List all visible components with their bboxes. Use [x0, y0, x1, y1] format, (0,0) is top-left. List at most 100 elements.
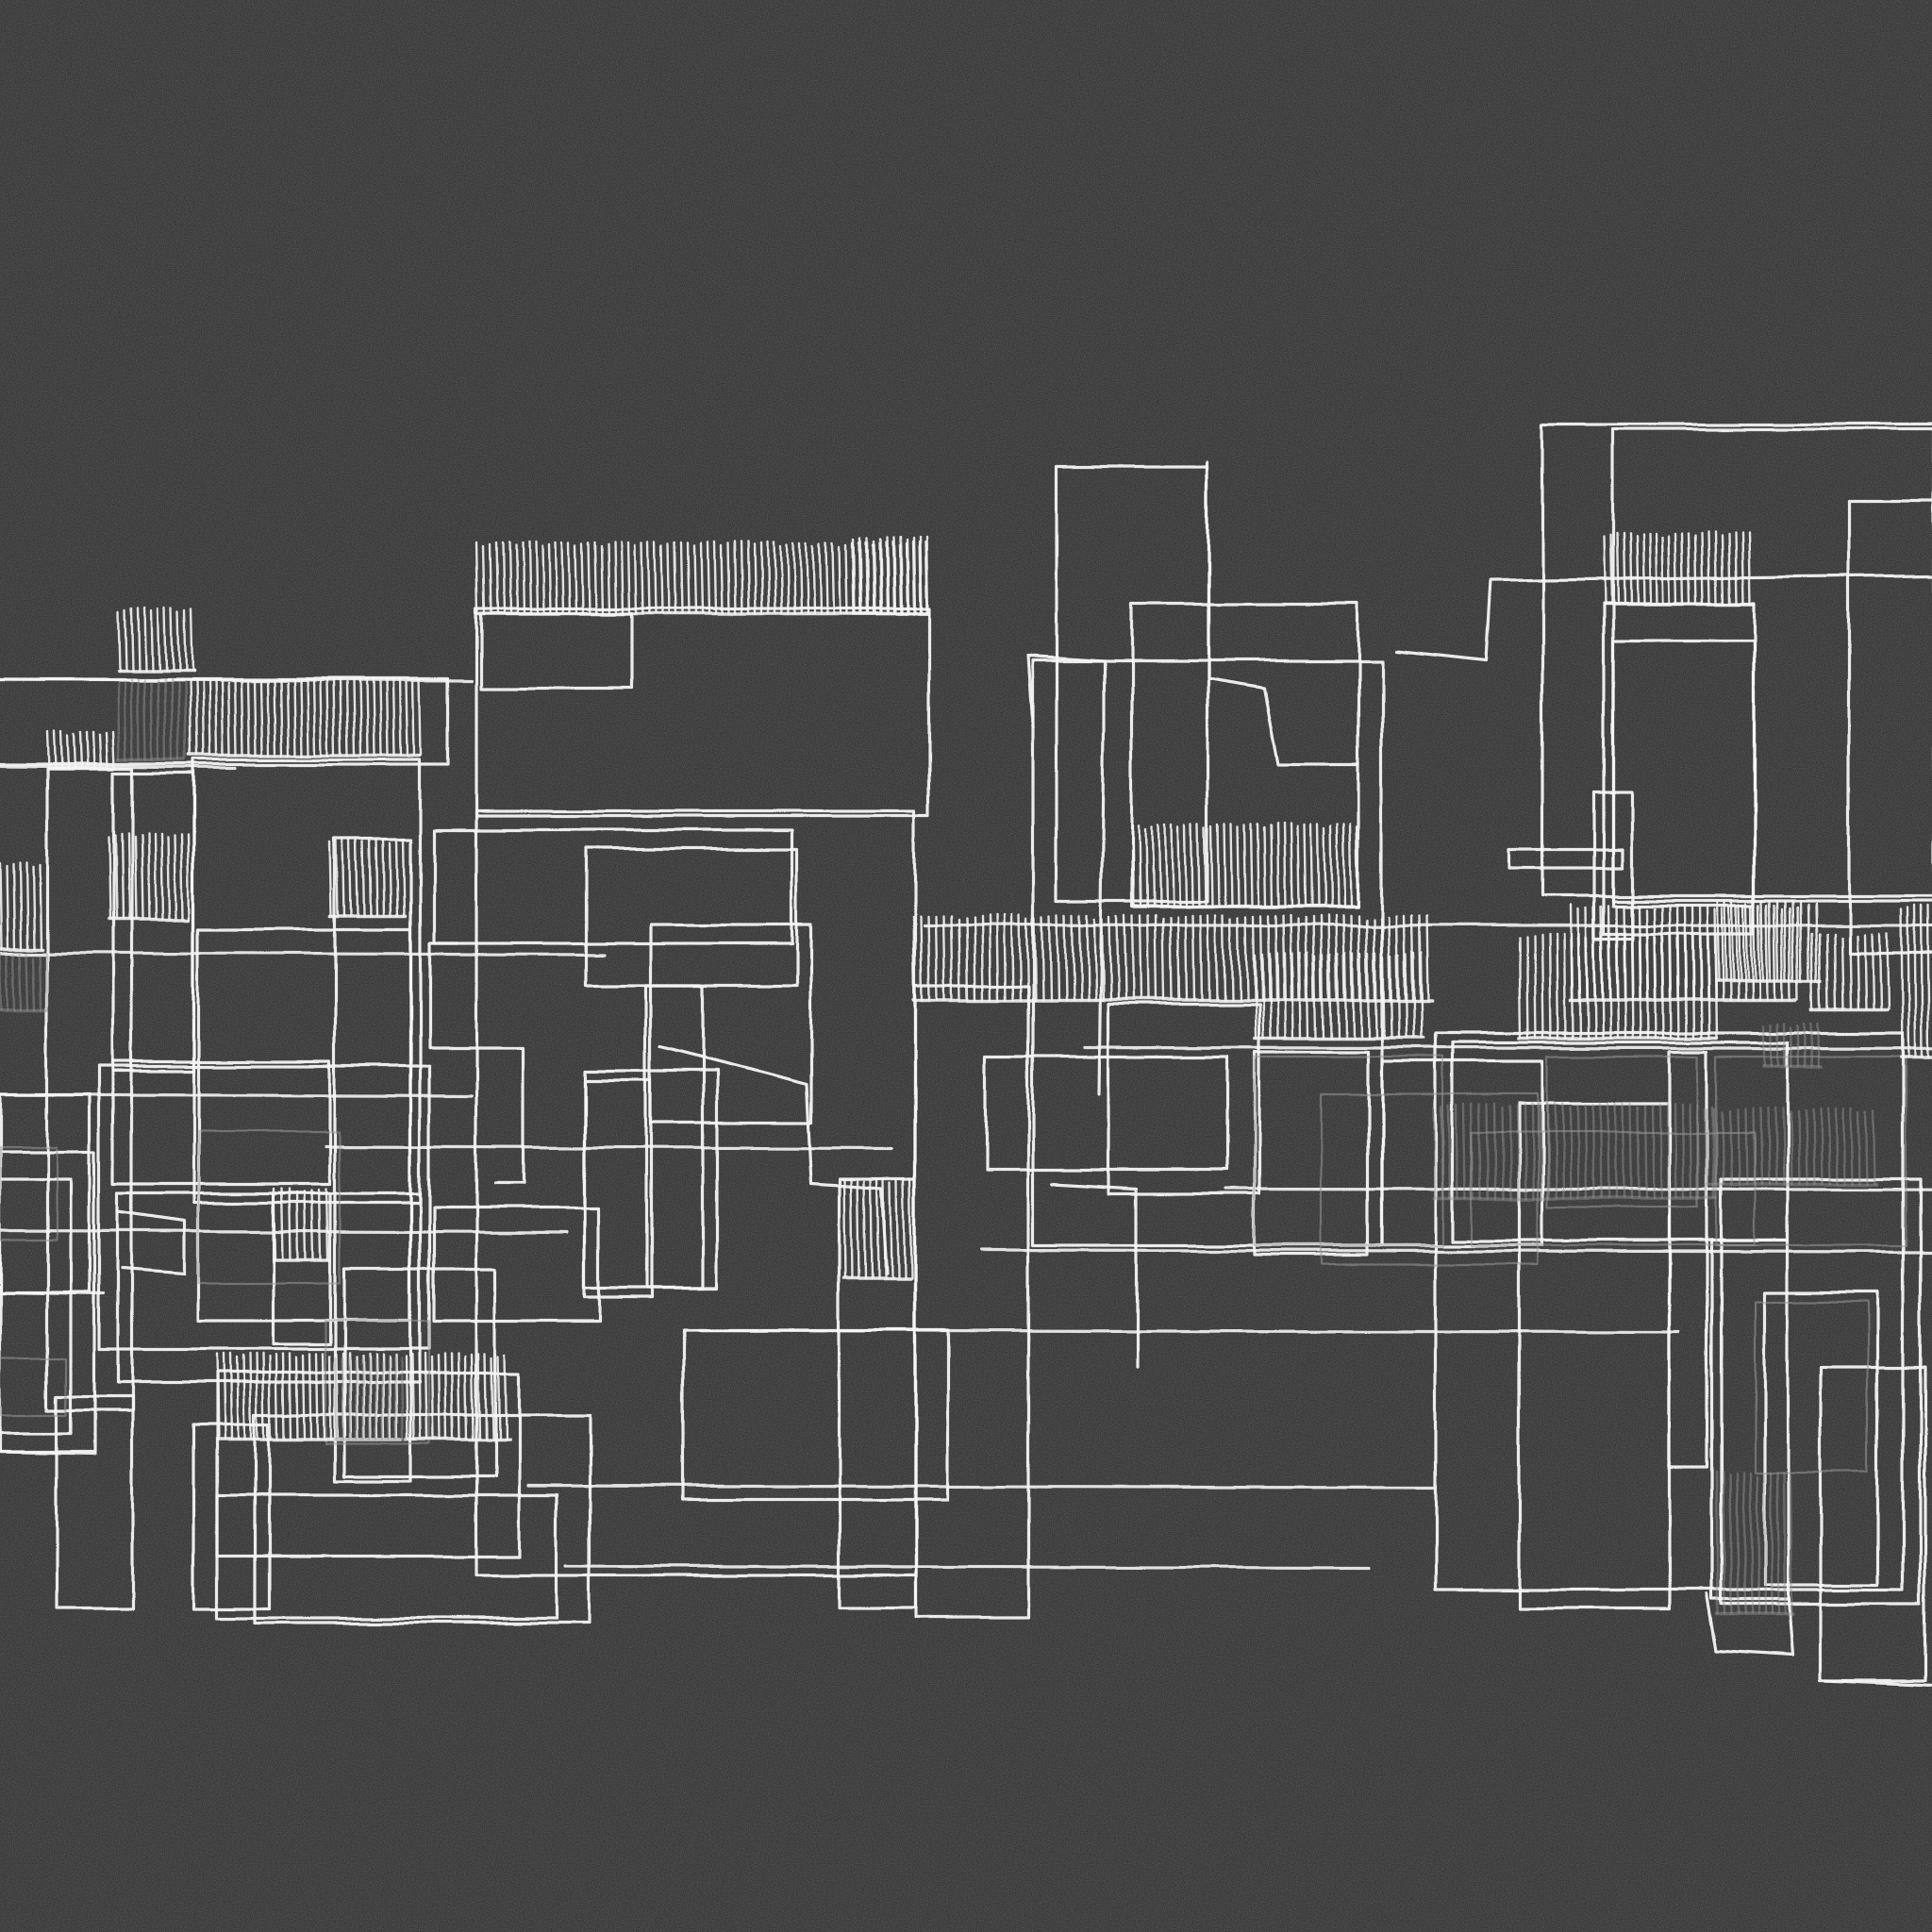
hatched-band	[45, 729, 116, 771]
hatched-band	[1602, 531, 1752, 606]
outline-rect	[1130, 904, 1360, 908]
outline-rect	[984, 1055, 1228, 1172]
hatched-band	[107, 833, 191, 922]
outline-rect	[333, 838, 412, 1483]
outline-rect	[1319, 1092, 1540, 1266]
hatched-band	[272, 1187, 329, 1261]
outline-path	[0, 951, 606, 957]
outline-rect	[842, 1276, 912, 1281]
outline-rect	[1253, 1055, 1445, 1247]
outline-rect	[324, 1319, 431, 1445]
outline-rect	[272, 1257, 332, 1262]
line-art-group	[0, 423, 1932, 1686]
outline-rect	[1517, 1036, 1719, 1041]
hatched-band	[187, 677, 423, 757]
outline-rect	[1602, 602, 1757, 607]
hatched-band	[1432, 1102, 1716, 1200]
outline-rect	[1706, 1182, 1879, 1187]
outline-path	[1050, 1182, 1139, 1370]
outline-rect	[1668, 1050, 1709, 1469]
outline-rect	[682, 1328, 950, 1502]
hatched-band	[1762, 1022, 1820, 1068]
outline-rect	[0, 1149, 96, 1455]
outline-rect	[852, 611, 931, 616]
outline-rect	[432, 828, 794, 945]
outline-rect	[1569, 998, 1799, 1003]
outline-rect	[97, 1064, 431, 1351]
outline-rect	[328, 913, 408, 918]
outline-rect	[116, 668, 195, 673]
outline-rect	[1451, 1041, 1790, 1242]
outline-rect	[1847, 498, 1932, 955]
outline-rect	[116, 1191, 422, 1384]
hatched-band	[1715, 899, 1818, 983]
outline-rect	[107, 918, 191, 923]
outline-rect	[116, 758, 186, 762]
outline-path	[1083, 1045, 1932, 1050]
outline-rect	[1592, 791, 1634, 941]
outline-rect	[913, 984, 1030, 1620]
outline-rect	[1715, 979, 1823, 984]
outline-rect	[45, 767, 115, 772]
hatched-band	[1899, 904, 1930, 1058]
outline-rect	[404, 1437, 511, 1441]
outline-path	[1026, 654, 1106, 1096]
outline-rect	[0, 1008, 49, 1012]
outline-rect	[342, 1267, 497, 1478]
outline-rect	[187, 753, 422, 758]
outline-path	[1706, 1592, 1794, 1657]
outline-rect	[1715, 1611, 1794, 1616]
outline-rect	[333, 1437, 408, 1441]
hatched-band	[404, 1352, 508, 1441]
outline-rect	[1253, 1036, 1426, 1041]
outline-rect	[1380, 1059, 1544, 1247]
outline-path	[923, 923, 1932, 928]
outline-rect	[1432, 1196, 1719, 1201]
outline-rect	[1809, 1008, 1889, 1012]
outline-rect	[911, 998, 1434, 1003]
outline-rect	[192, 758, 422, 1205]
outline-rect	[196, 1130, 341, 1285]
outline-path	[1224, 1187, 1932, 1191]
outline-rect	[0, 1092, 92, 1294]
outline-rect	[649, 923, 813, 1124]
outline-path	[0, 764, 238, 770]
outline-rect	[1470, 1130, 1757, 1247]
outline-rect	[0, 1357, 68, 1417]
outline-rect	[215, 1493, 558, 1620]
outline-rect	[1107, 1003, 1261, 1195]
outline-path	[1206, 460, 1360, 766]
hatched-band	[911, 913, 1429, 1002]
outline-rect	[1507, 847, 1624, 870]
outline-path	[979, 1248, 1932, 1254]
outline-rect	[1819, 1366, 1926, 1681]
hatched-band	[1130, 824, 1359, 908]
hatched-band	[116, 607, 193, 672]
outline-rect	[55, 1394, 134, 1610]
outline-rect	[1753, 1300, 1870, 1474]
outline-rect	[0, 1144, 58, 1242]
outline-rect	[0, 1177, 73, 1436]
hatched-band	[333, 1357, 404, 1441]
outline-path	[1824, 1677, 1932, 1686]
outline-rect	[1899, 1055, 1932, 1059]
outline-path	[116, 1210, 186, 1275]
hatched-band	[1715, 1470, 1792, 1615]
hatched-band	[116, 677, 187, 761]
outline-rect	[432, 1206, 601, 1323]
hatched-band	[1706, 1107, 1876, 1186]
outline-rect	[0, 946, 44, 951]
hatched-band	[852, 536, 929, 615]
outline-rect	[583, 1078, 653, 1299]
hatched-band	[1809, 932, 1890, 1011]
hatched-band	[0, 951, 49, 1011]
outline-path	[427, 941, 525, 1186]
outline-rect	[272, 1191, 332, 1346]
hatched-band	[0, 861, 42, 950]
hatched-band	[1517, 932, 1718, 1040]
hatched-band	[842, 1177, 913, 1280]
outline-rect	[1541, 423, 1932, 898]
outline-path	[564, 1564, 1370, 1570]
outline-rect	[1762, 1064, 1823, 1069]
